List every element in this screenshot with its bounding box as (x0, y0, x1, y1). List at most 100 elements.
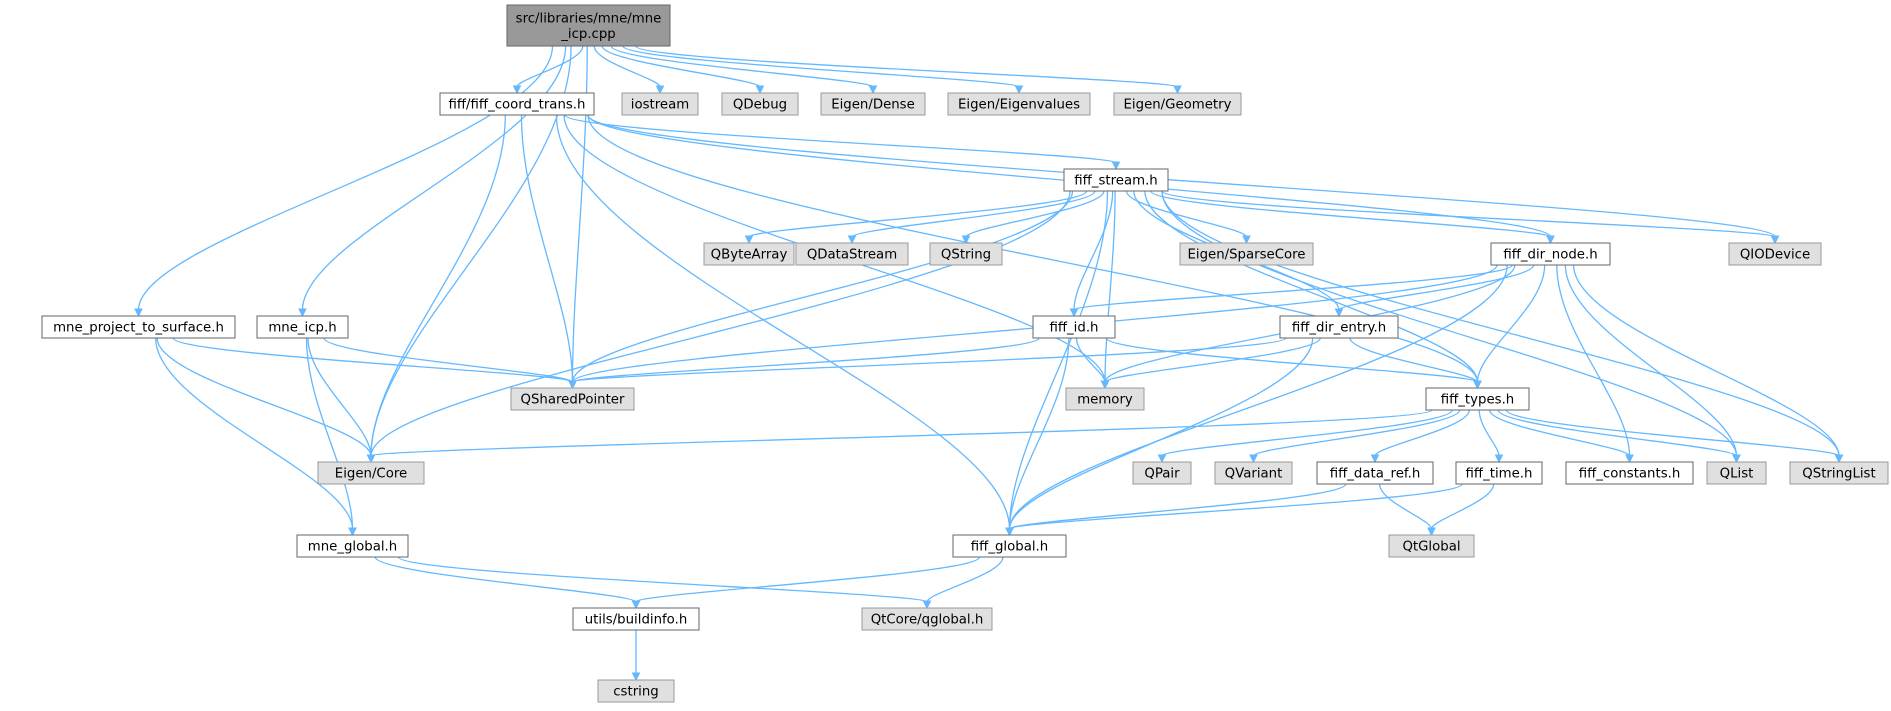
edge-arrowhead (134, 308, 143, 318)
node-label: Eigen/SparseCore (1187, 248, 1305, 263)
edge-line (1075, 337, 1106, 383)
node-utils-buildinfo[interactable]: utils/buildinfo.h (572, 607, 700, 631)
edge-line (301, 45, 567, 311)
edge-fiff_dir_node-to-qstringlist (1572, 264, 1844, 464)
edge-arrowhead (1069, 308, 1079, 318)
edge-arrowhead (1014, 85, 1024, 95)
node-fiff-time[interactable]: fiff_time.h (1455, 461, 1543, 485)
node-label: mne_project_to_surface.h (53, 321, 224, 336)
edge-line (1104, 337, 1321, 383)
edge-utils_buildinfo-to-cstring (631, 630, 641, 682)
node-fiff-dir-node[interactable]: fiff_dir_node.h (1490, 242, 1611, 266)
edge-arrowhead (961, 235, 971, 245)
node-qstring: QString (929, 242, 1003, 266)
edge-arrowhead (655, 85, 665, 95)
node-box (572, 607, 700, 631)
node-qbytearray: QByteArray (703, 242, 795, 266)
node-fiff-types[interactable]: fiff_types.h (1425, 387, 1530, 411)
edge-fiff_global-to-qtcore_qglobal (922, 556, 1004, 610)
edge-mne_global-to-qtcore_qglobal (397, 556, 932, 610)
node-box (296, 534, 409, 558)
edge-arrowhead (1625, 454, 1634, 464)
node-box (510, 387, 635, 411)
edge-line (1008, 264, 1508, 530)
node-label: QDataStream (807, 248, 897, 263)
edge-fiff_types-to-qpair (1157, 409, 1453, 464)
edge-arrowhead (568, 380, 577, 390)
node-label: memory (1077, 393, 1133, 408)
node-label: QSharedPointer (521, 393, 625, 408)
edge-line (571, 337, 1287, 383)
edge-arrowhead (1157, 454, 1167, 464)
edge-fiff_types-to-qstringlist (1505, 409, 1844, 464)
node-label: fiff_data_ref.h (1330, 467, 1421, 482)
node-box (703, 242, 795, 266)
edge-line (571, 190, 1074, 383)
node-root[interactable]: src/libraries/mne/mne_icp.cpp (506, 4, 671, 47)
node-box (439, 92, 595, 116)
node-box (597, 679, 675, 703)
edge-line (1378, 483, 1433, 530)
edge-line (370, 409, 1433, 457)
edge-line (307, 337, 372, 457)
node-label: fiff_time.h (1466, 467, 1533, 482)
edge-fiff_types-to-fiff_time (1478, 409, 1504, 464)
node-label: QByteArray (711, 248, 788, 263)
node-label: _icp.cpp (560, 27, 616, 42)
edge-line (397, 556, 928, 603)
node-label: mne_icp.h (268, 321, 336, 336)
edge-arrowhead (755, 85, 765, 95)
edge-line (1556, 264, 1631, 457)
edge-line (564, 114, 1117, 164)
node-fiff-data-ref[interactable]: fiff_data_ref.h (1316, 461, 1434, 485)
edge-line (1489, 409, 1631, 457)
edge-fiff_data_ref-to-qtglobal (1378, 483, 1436, 537)
node-label: fiff_types.h (1441, 393, 1514, 408)
node-qstringlist: QStringList (1789, 461, 1889, 485)
edge-line (1161, 409, 1453, 457)
node-memory: memory (1065, 387, 1145, 411)
node-fiff-id[interactable]: fiff_id.h (1032, 315, 1116, 339)
node-box (1455, 461, 1543, 485)
edge-line (1105, 337, 1479, 383)
node-fiff-dir-entry[interactable]: fiff_dir_entry.h (1279, 315, 1399, 339)
edge-line (323, 337, 574, 383)
edge-fiff_stream-to-qiodevice (1161, 190, 1780, 245)
edge-line (851, 190, 1096, 238)
edge-arrowhead (631, 672, 641, 682)
edge-arrowhead (1100, 380, 1110, 390)
node-mne-project-to-surface[interactable]: mne_project_to_surface.h (41, 315, 236, 339)
node-fiff-global[interactable]: fiff_global.h (952, 534, 1067, 558)
edge-line (1564, 264, 1738, 457)
edge-line (516, 45, 584, 88)
node-mne-icp[interactable]: mne_icp.h (256, 315, 349, 339)
node-label: utils/buildinfo.h (585, 613, 688, 628)
edge-line (748, 190, 1088, 238)
node-box (1032, 315, 1116, 339)
node-box (721, 92, 799, 116)
edge-line (634, 45, 1179, 88)
edge-line (610, 45, 874, 88)
edge-line (374, 556, 637, 603)
node-fiff-constants[interactable]: fiff_constants.h (1565, 461, 1694, 485)
node-label: fiff/fiff_coord_trans.h (449, 98, 586, 113)
node-qlist: QList (1706, 461, 1767, 485)
edge-line (635, 556, 981, 603)
node-qdebug: QDebug (721, 92, 799, 116)
edge-fiff_global-to-utils_buildinfo (631, 556, 981, 610)
node-box (952, 534, 1067, 558)
node-box (1425, 387, 1530, 411)
edge-line (1144, 190, 1479, 383)
edge-fiff_stream-to-qstringlist (1161, 190, 1844, 464)
node-eigen-geometry: Eigen/Geometry (1113, 92, 1242, 116)
edge-line (1073, 190, 1114, 311)
edge-line (1572, 264, 1840, 457)
node-label: cstring (613, 685, 658, 700)
node-box (947, 92, 1091, 116)
node-mne-global[interactable]: mne_global.h (296, 534, 409, 558)
node-fiff-stream[interactable]: fiff_stream.h (1063, 168, 1169, 192)
edge-fiff_stream-to-eigen_sparsecore (1125, 190, 1251, 245)
node-fiff-coord-trans[interactable]: fiff/fiff_coord_trans.h (439, 92, 595, 116)
node-box (1789, 461, 1889, 485)
node-label: QStringList (1802, 467, 1875, 482)
